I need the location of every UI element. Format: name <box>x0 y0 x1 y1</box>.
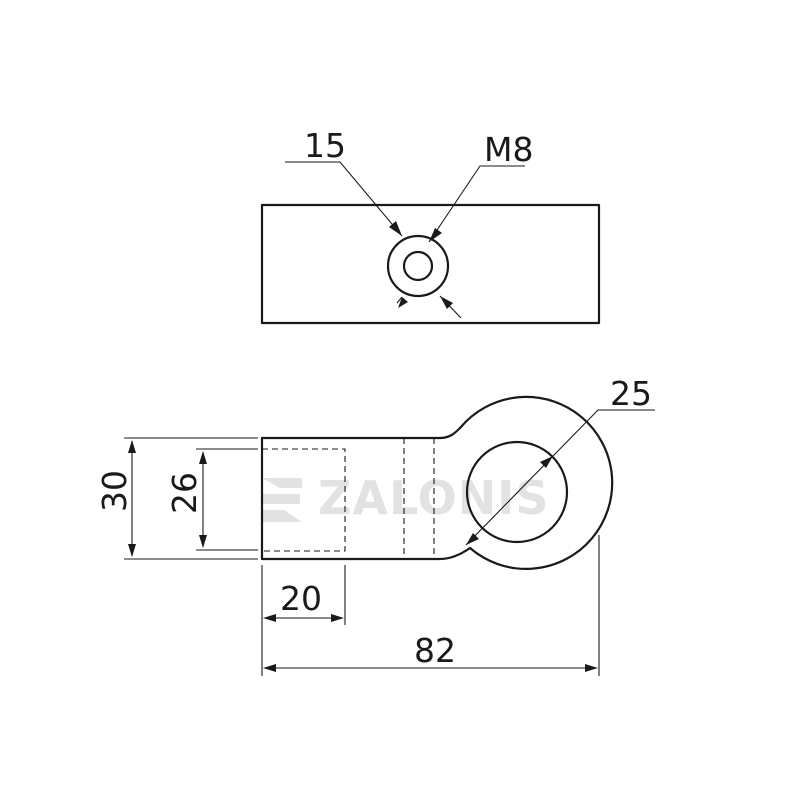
dimension-25: 25 <box>465 374 655 546</box>
label-15: 15 <box>304 126 346 165</box>
leader-m8-line <box>428 165 525 243</box>
dimension-20: 20 <box>261 565 346 625</box>
dimension-30: 30 <box>95 437 258 560</box>
top-view-thread-circle <box>402 250 434 282</box>
dim-20-arrow-left <box>263 614 276 622</box>
leader-15-tail <box>396 296 403 304</box>
hidden-thread-bore <box>262 448 346 552</box>
leader-25-line <box>465 409 655 546</box>
leader-m8-arrow <box>429 228 442 242</box>
label-30: 30 <box>95 470 134 512</box>
label-26: 26 <box>165 472 204 514</box>
watermark-text: ZALONIS <box>318 471 549 525</box>
dimension-82: 82 <box>261 535 600 676</box>
label-82: 82 <box>414 631 456 670</box>
dim-30-arrow-bottom <box>128 544 136 557</box>
label-m8: M8 <box>484 130 533 169</box>
top-view-body <box>260 203 601 325</box>
dimension-26: 26 <box>165 448 258 551</box>
leader-15-arrow-lower <box>398 297 408 308</box>
dimension-m8: M8 <box>428 130 533 319</box>
label-25: 25 <box>610 374 652 413</box>
watermark-logo-icon <box>262 478 302 522</box>
dim-30-arrow-top <box>128 440 136 453</box>
leader-15-line <box>285 161 403 237</box>
leader-15-arrow <box>389 221 402 236</box>
leader-25-arrow <box>466 533 479 545</box>
side-view-eye-hole <box>465 440 569 544</box>
watermark: ZALONIS <box>262 471 549 525</box>
top-view: 15 M8 <box>260 126 601 325</box>
hidden-lines <box>262 438 435 559</box>
dim-20-arrow-right <box>331 614 344 622</box>
side-view: 25 30 26 <box>95 374 655 676</box>
leader-25-arrow-upper <box>540 456 553 468</box>
dimension-15: 15 <box>285 126 408 308</box>
dim-26-arrow-top <box>199 451 207 464</box>
dim-82-arrow-left <box>263 664 276 672</box>
leader-m8-arrow-lower <box>440 296 453 309</box>
label-20: 20 <box>280 579 322 618</box>
side-view-outline <box>260 395 614 570</box>
dim-82-arrow-right <box>585 664 598 672</box>
dim-26-arrow-bottom <box>199 535 207 548</box>
top-view-outer-circle <box>386 234 450 298</box>
